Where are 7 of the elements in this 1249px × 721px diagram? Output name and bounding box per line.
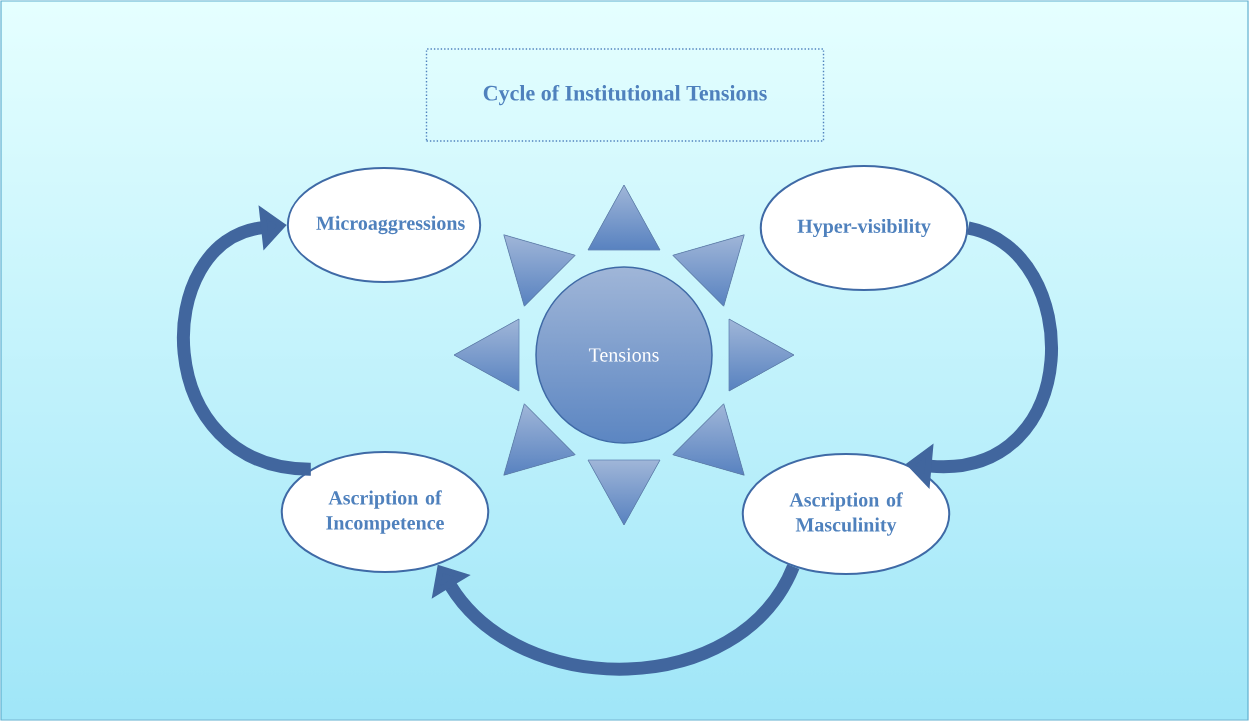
curved-arrow (177, 205, 312, 476)
curved-arrow (431, 563, 800, 676)
title-box: Cycle of Institutional Tensions (425, 48, 825, 142)
concept-oval: Microaggressions (286, 167, 482, 283)
concept-oval: Ascription of Masculinity (741, 453, 951, 575)
concept-oval: Hyper-visibility (759, 165, 969, 291)
concept-oval: Ascription of Incompetence (280, 451, 490, 573)
